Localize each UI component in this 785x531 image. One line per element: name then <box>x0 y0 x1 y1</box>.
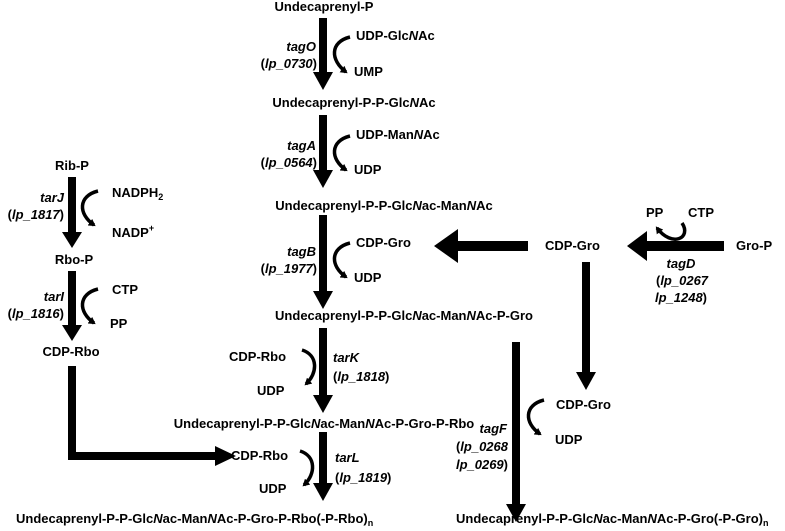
final-gro-polymer-label: Undecaprenyl-P-P-GlcNac-ManNAc-P-Gro(-P-… <box>456 511 769 528</box>
main-chain-side-arcs <box>299 35 351 487</box>
udp-k-label: UDP <box>257 383 285 398</box>
udp-mannac-label: UDP-ManNAc <box>356 127 440 142</box>
final-rbo-polymer-label: Undecaprenyl-P-P-GlcNac-ManNAc-P-Gro-P-R… <box>16 511 374 528</box>
rib-p-label: Rib-P <box>55 158 89 173</box>
tarL-locus: (lp_1819) <box>335 470 392 485</box>
pp-right-label: PP <box>646 205 664 220</box>
ump-label: UMP <box>354 64 383 79</box>
und-pp-p-gro-label: Undecaprenyl-P-P-GlcNac-ManNAc-P-Gro <box>275 308 533 323</box>
cdp-gro-center-label: CDP-Gro <box>545 238 600 253</box>
tagD-gene: tagD <box>666 256 696 271</box>
main-chain-arrows <box>313 18 333 501</box>
undecaprenyl-p-label: Undecaprenyl-P <box>274 0 374 14</box>
tarK-locus: (lp_1818) <box>333 369 390 384</box>
und-pp-gro-p-rbo-label: Undecaprenyl-P-P-GlcNac-ManNAc-P-Gro-P-R… <box>173 416 475 431</box>
ctp-left-label: CTP <box>112 282 138 297</box>
left-chain-arrows <box>62 177 236 466</box>
cdp-gro-f-label: CDP-Gro <box>556 397 611 412</box>
udp-label-2: UDP <box>354 270 382 285</box>
tarL-gene: tarL <box>335 450 360 465</box>
udp-f-label: UDP <box>555 432 583 447</box>
tagF-locus-2: lp_0269) <box>455 457 508 472</box>
udp-glcnac-label: UDP-GlcNAc <box>356 28 435 43</box>
tagD-locus-1: (lp_0267 <box>655 273 709 288</box>
cdp-rbo-l-label: CDP-Rbo <box>231 448 289 463</box>
tarI-gene: tarI <box>43 289 64 304</box>
tagO-locus: (lp_0730) <box>260 56 317 71</box>
udp-l-label: UDP <box>259 481 287 496</box>
cdp-gro-label-1: CDP-Gro <box>356 235 411 250</box>
tagA-gene: tagA <box>287 138 316 153</box>
und-pp-glcnac-label: Undecaprenyl-P-P-GlcNAc <box>272 95 436 110</box>
tagF-locus-1: (lp_0268 <box>455 439 508 454</box>
pp-left-label: PP <box>110 316 128 331</box>
tagF-gene: tagF <box>479 421 507 436</box>
rbo-p-label: Rbo-P <box>54 252 94 267</box>
tagD-locus-2: lp_1248) <box>654 290 708 305</box>
right-side-arrows <box>434 229 724 522</box>
cdp-rbo-k-label: CDP-Rbo <box>229 349 287 364</box>
ctp-right-label: CTP <box>688 205 714 220</box>
tarK-gene: tarK <box>333 350 360 365</box>
udp-label-1: UDP <box>354 162 382 177</box>
nadp-label: NADP+ <box>112 223 155 240</box>
right-side-arcs <box>526 222 687 436</box>
tarI-locus: (lp_1816) <box>7 306 64 321</box>
tarJ-locus: (lp_1817) <box>7 207 64 222</box>
tagO-gene: tagO <box>286 39 316 54</box>
gro-p-label: Gro-P <box>736 238 773 253</box>
tagA-locus: (lp_0564) <box>260 155 317 170</box>
tarJ-gene: tarJ <box>40 190 64 205</box>
tagB-gene: tagB <box>287 244 316 259</box>
und-pp-glcnac-mannac-label: Undecaprenyl-P-P-GlcNac-ManNAc <box>275 198 493 213</box>
nadph2-label: NADPH2 <box>112 185 164 202</box>
cdp-rbo-left-label: CDP-Rbo <box>42 344 100 359</box>
tagB-locus: (lp_1977) <box>260 261 317 276</box>
left-chain-side-arcs <box>80 189 99 325</box>
